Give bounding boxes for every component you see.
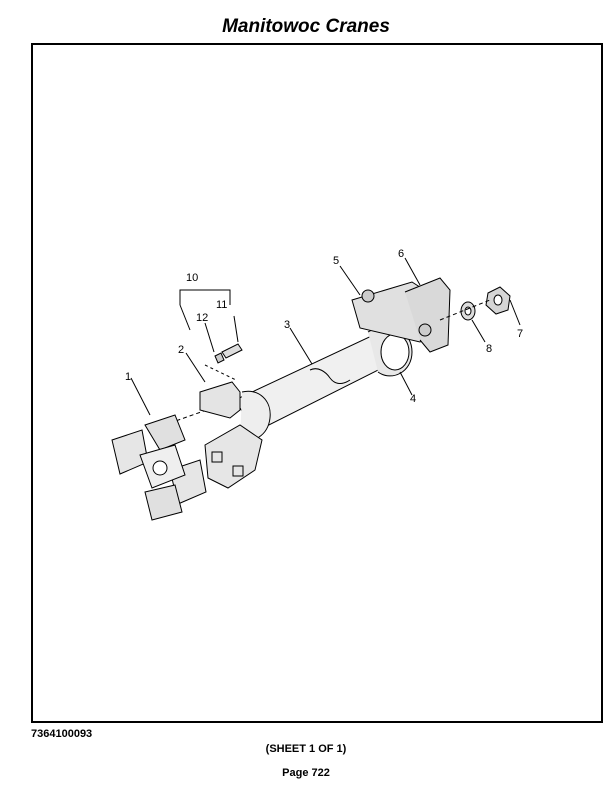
callout-4: 4 [410,393,416,405]
callout-12: 12 [196,312,208,324]
callout-8: 8 [486,343,492,355]
page-number: Page 722 [282,767,330,779]
drawing-frame [31,43,603,723]
document-number: 7364100093 [31,728,93,740]
sheet-label: (SHEET 1 OF 1) [265,743,347,755]
callout-3: 3 [284,319,290,331]
callout-1: 1 [125,371,131,383]
callout-6: 6 [398,248,404,260]
callout-10: 10 [186,272,198,284]
callout-5: 5 [333,255,339,267]
callout-7: 7 [517,328,523,340]
callout-2: 2 [178,344,184,356]
page-title: Manitowoc Cranes [222,16,390,37]
callout-11: 11 [216,299,227,311]
